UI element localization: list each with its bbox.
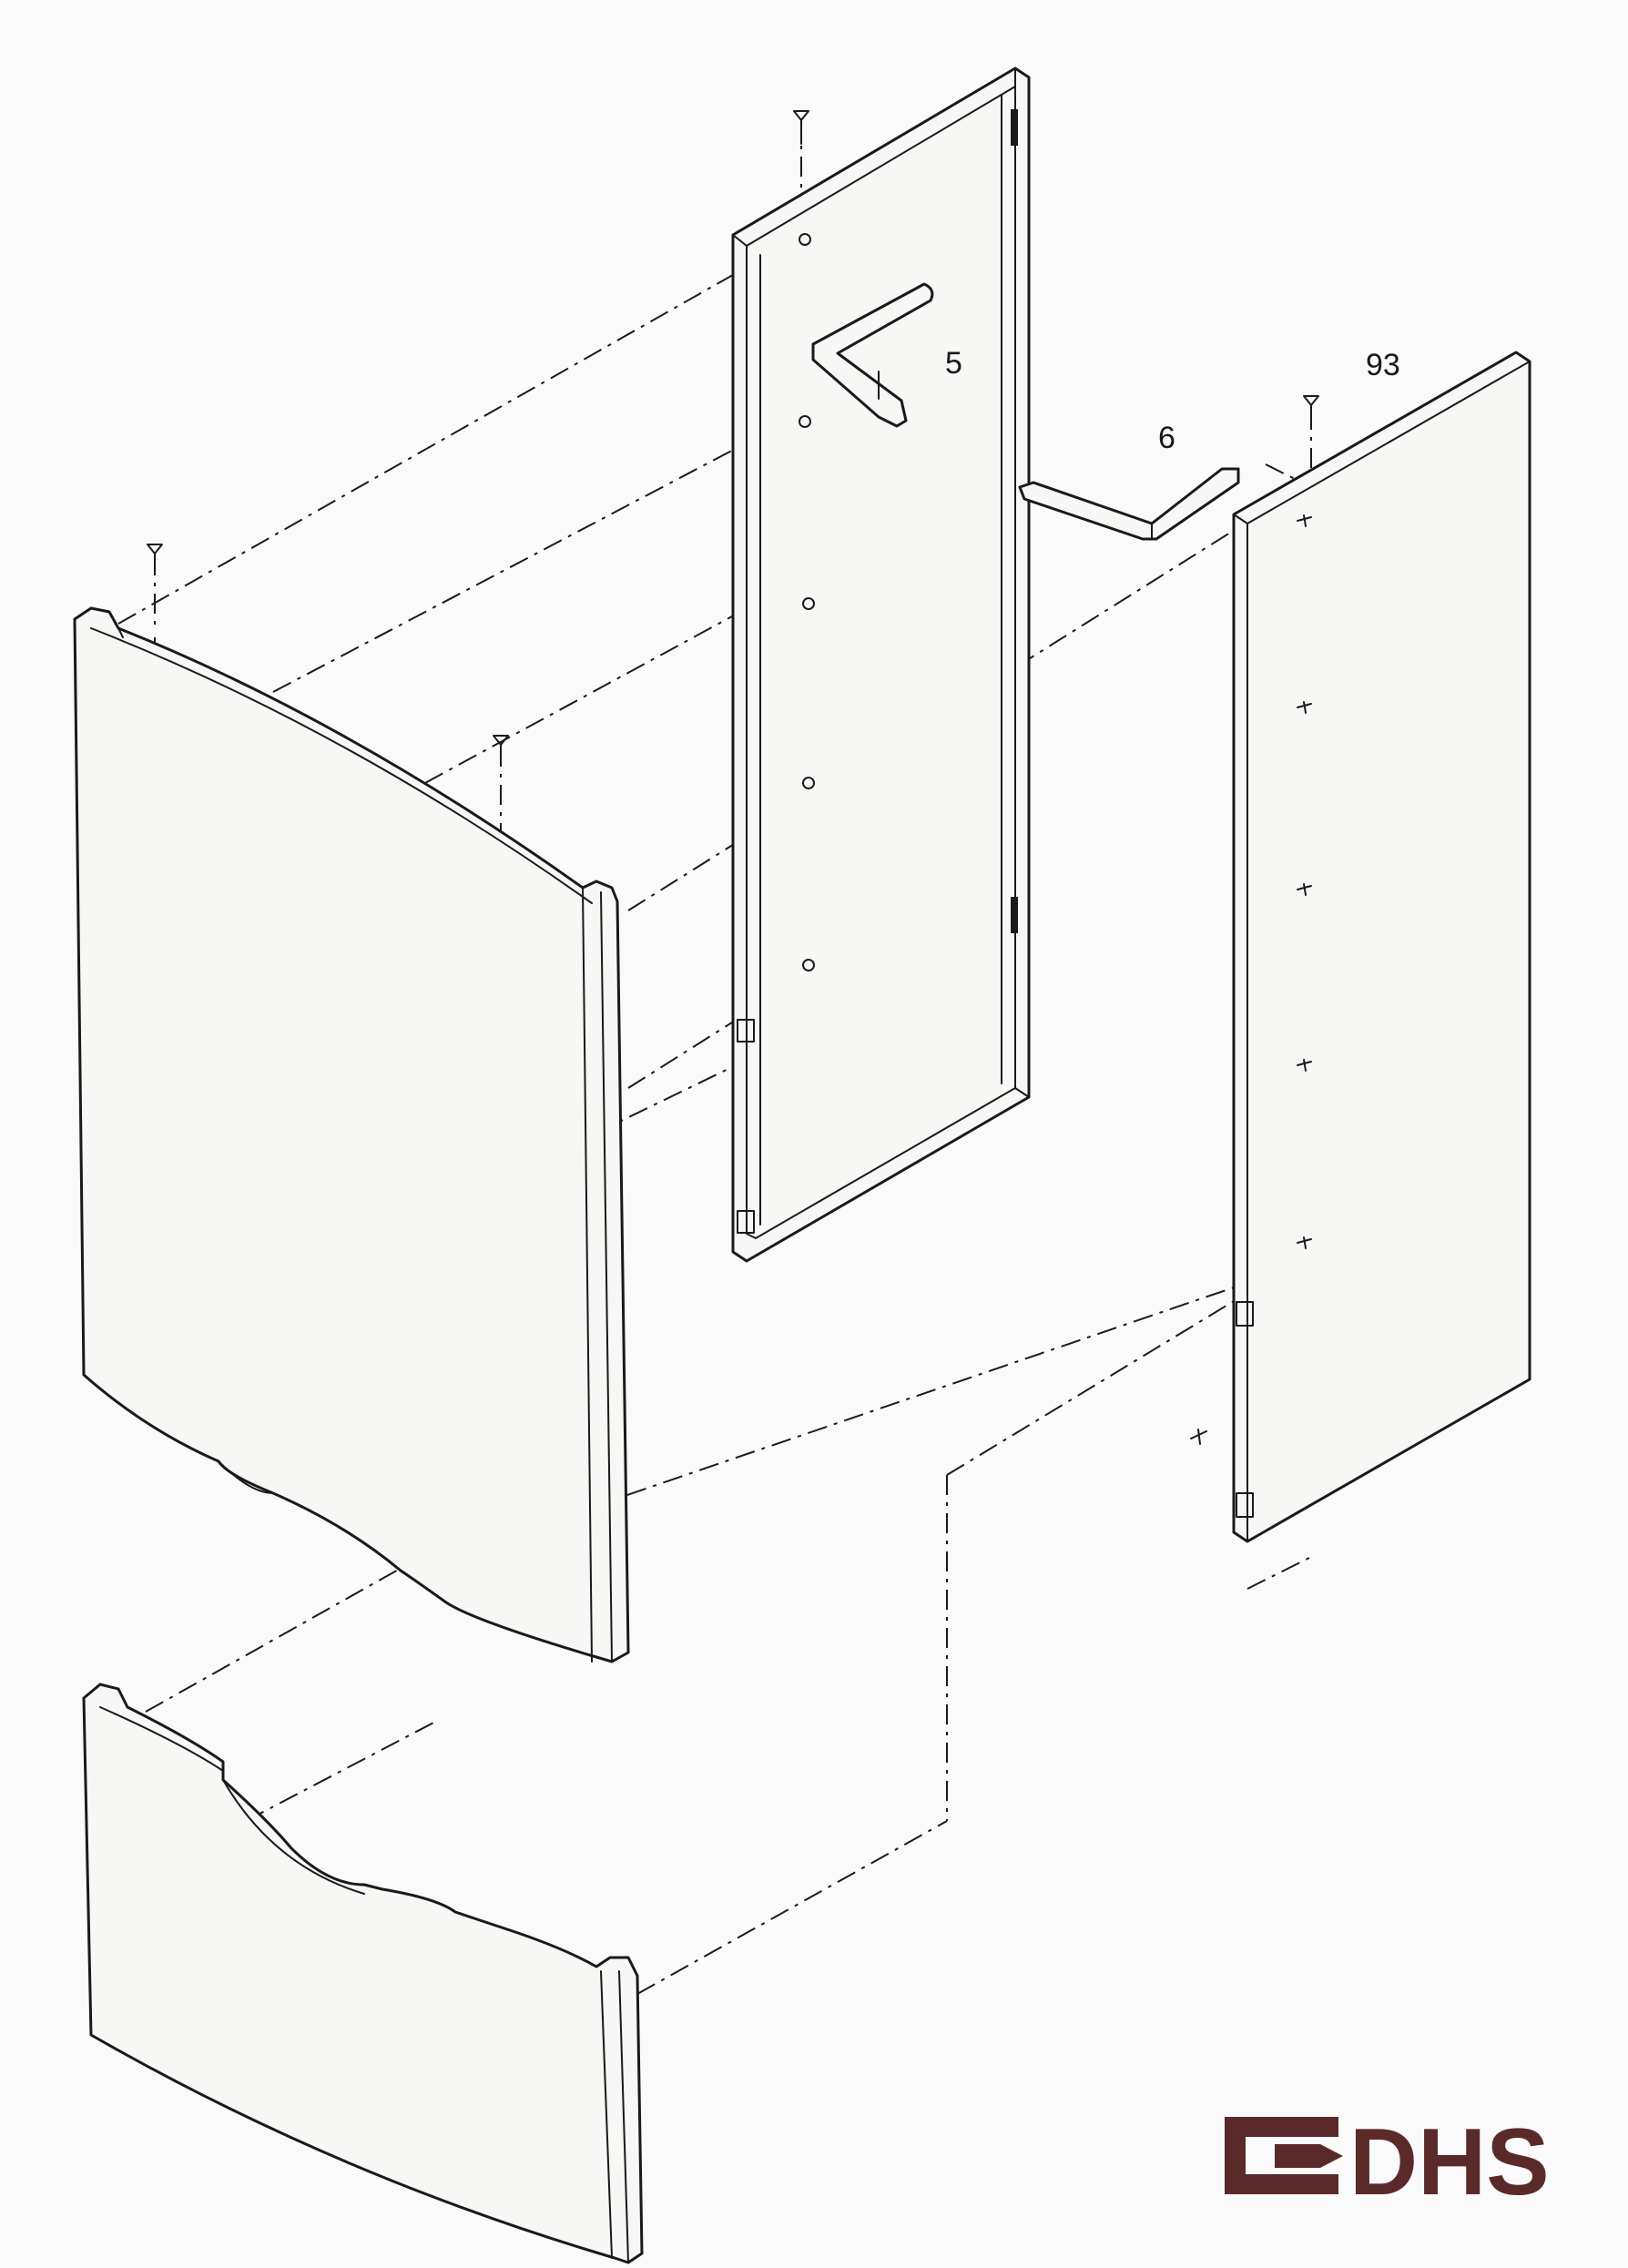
callout-93: 93	[1366, 348, 1400, 382]
side-top-screw-icon	[1303, 395, 1319, 429]
rear-panel-frame	[731, 66, 1031, 1263]
top-screw-icon	[793, 110, 809, 145]
callout-5: 5	[945, 346, 962, 381]
bracket-part-6: 6	[1018, 421, 1240, 541]
loose-screw-icon	[1190, 1429, 1207, 1445]
upper-front-panel	[73, 544, 630, 1663]
lower-front-panel	[82, 1683, 644, 2264]
callout-6: 6	[1158, 421, 1175, 455]
dhs-logo: DHS	[1225, 2110, 1550, 2215]
upper-panel-screw-left	[147, 544, 163, 575]
upper-panel-screw-right	[493, 735, 509, 766]
side-panel-93: 93	[1190, 348, 1531, 1543]
bracket-part-5: 5	[811, 282, 962, 428]
rear-panel-hinges	[737, 1019, 755, 1234]
side-panel-hinges	[1236, 1301, 1254, 1518]
dhs-logo-text: DHS	[1349, 2110, 1550, 2215]
dhs-logo-arrow-icon	[1225, 2117, 1343, 2194]
rear-panel-screws	[799, 233, 815, 971]
side-panel-screws	[1297, 514, 1312, 1249]
